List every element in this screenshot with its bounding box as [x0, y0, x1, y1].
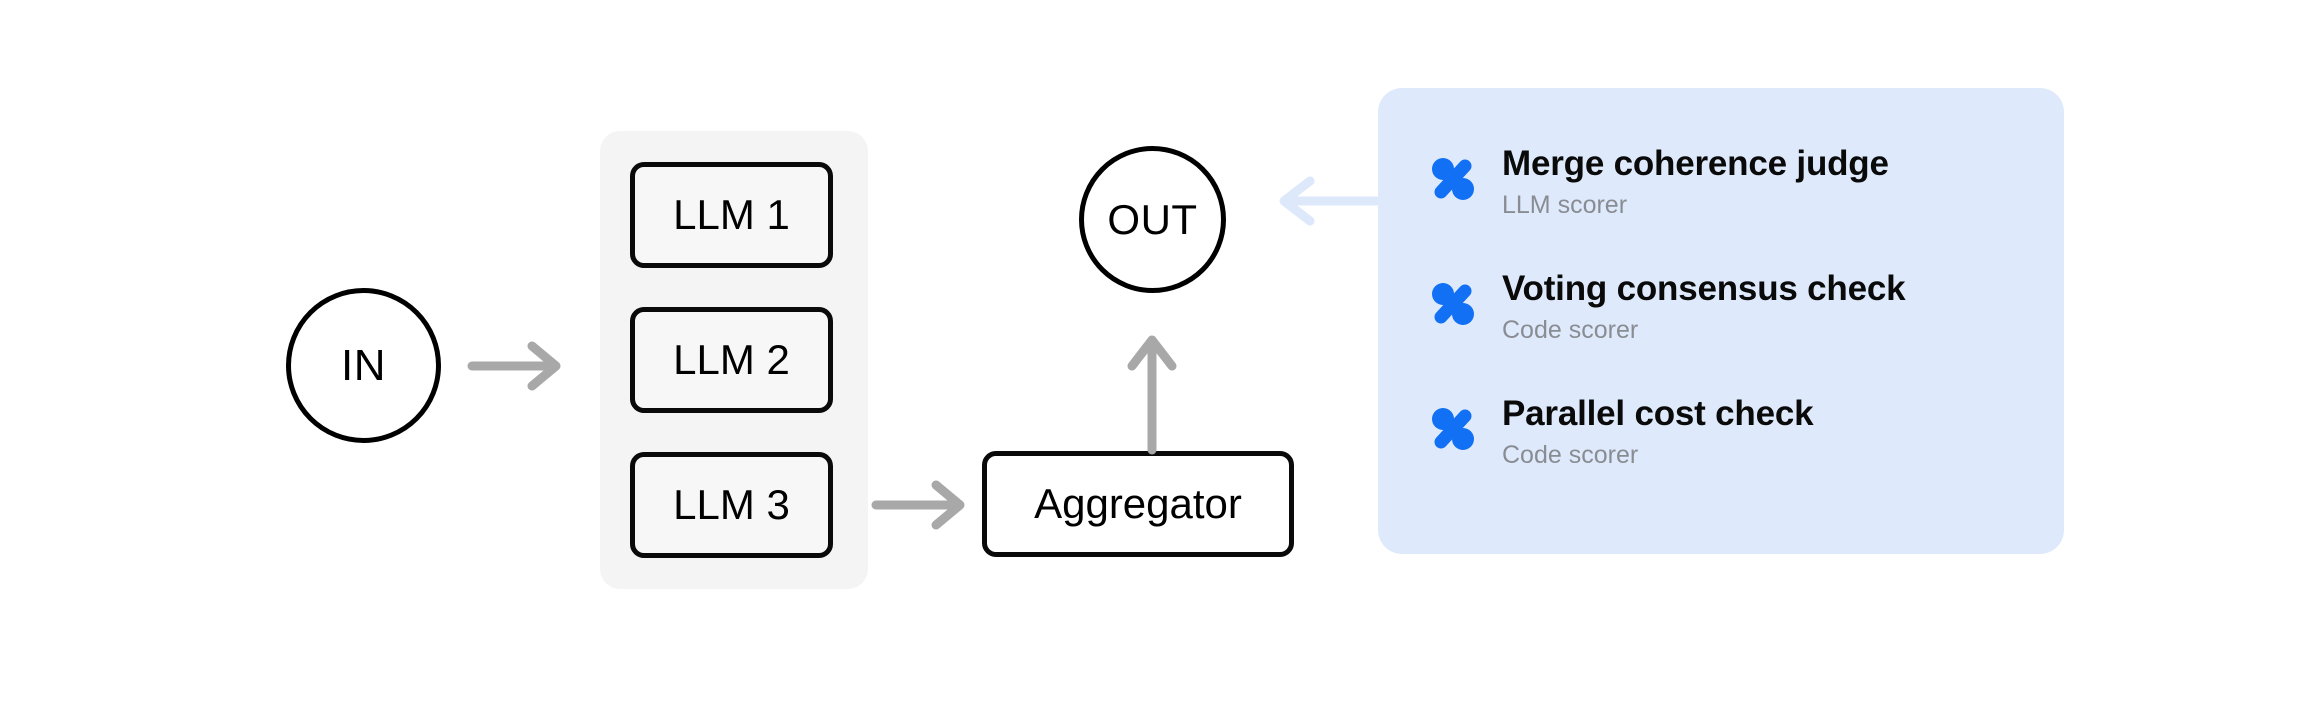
llm-box-3-label: LLM 3 [673, 481, 790, 528]
percent-scorer-icon [1430, 281, 1476, 327]
llm-box-1-label: LLM 1 [673, 191, 790, 238]
scorer-item[interactable]: Voting consensus check Code scorer [1430, 269, 2064, 394]
scorer-item-subtitle: Code scorer [1502, 441, 1639, 470]
scorer-item-text: Voting consensus check Code scorer [1502, 269, 1906, 345]
percent-scorer-icon [1430, 406, 1476, 452]
percent-scorer-icon [1430, 156, 1476, 202]
aggregator-node[interactable]: Aggregator [982, 451, 1294, 557]
output-node[interactable]: OUT [1079, 146, 1226, 293]
scorer-item-text: Parallel cost check Code scorer [1502, 394, 1814, 470]
scorer-panel: Merge coherence judge LLM scorer Voting … [1378, 88, 2064, 554]
arrow-aggregator-to-out-icon [1127, 335, 1177, 455]
scorer-item-title: Merge coherence judge [1502, 144, 1889, 183]
arrow-scorers-to-out-icon [1279, 176, 1385, 226]
scorer-item-title: Voting consensus check [1502, 269, 1906, 308]
scorer-item-title: Parallel cost check [1502, 394, 1814, 433]
scorer-item-subtitle: Code scorer [1502, 316, 1639, 345]
scorer-item[interactable]: Merge coherence judge LLM scorer [1430, 144, 2064, 269]
llm-box-1[interactable]: LLM 1 [630, 162, 833, 268]
aggregator-label: Aggregator [1034, 480, 1242, 527]
llm-box-2[interactable]: LLM 2 [630, 307, 833, 413]
llm-box-2-label: LLM 2 [673, 336, 790, 383]
output-node-label: OUT [1107, 195, 1198, 243]
scorer-item-text: Merge coherence judge LLM scorer [1502, 144, 1889, 220]
input-node[interactable]: IN [286, 288, 441, 443]
arrow-in-to-parallel-icon [467, 341, 561, 391]
arrow-llm3-to-aggregator-icon [871, 480, 965, 530]
input-node-label: IN [341, 340, 386, 390]
scorer-item[interactable]: Parallel cost check Code scorer [1430, 394, 2064, 519]
scorer-item-subtitle: LLM scorer [1502, 191, 1628, 220]
llm-box-3[interactable]: LLM 3 [630, 452, 833, 558]
